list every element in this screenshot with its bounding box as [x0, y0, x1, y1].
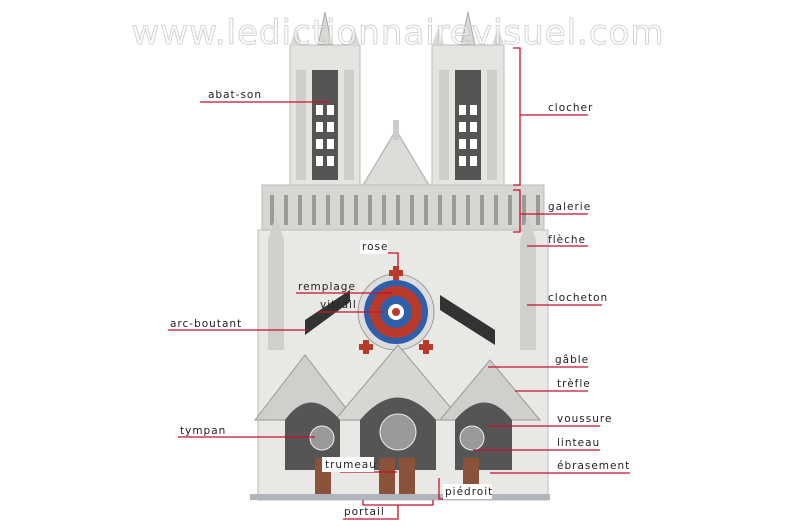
cathedral-illustration: [250, 11, 550, 501]
label-piedroit: piédroit: [445, 486, 493, 498]
label-abat-son: abat-son: [208, 89, 262, 101]
labels: abat-son clocher galerie flèche rose rem…: [170, 89, 630, 518]
label-arc-boutant: arc-boutant: [170, 318, 242, 330]
label-trumeau: trumeau: [325, 459, 377, 471]
label-piedroit-box: [443, 484, 492, 499]
label-voussure: voussure: [557, 413, 612, 425]
label-tympan: tympan: [180, 425, 226, 437]
label-galerie: galerie: [548, 201, 591, 213]
label-trefle: trèfle: [557, 378, 591, 390]
label-fleche: flèche: [548, 234, 586, 246]
steps: [250, 494, 550, 500]
label-ebrasement: ébrasement: [557, 460, 630, 472]
watermark: www.ledictionnairevisuel.com: [132, 13, 665, 53]
label-trumeau-box: [322, 457, 374, 472]
label-rose: rose: [362, 241, 388, 253]
label-rose-box: [360, 240, 388, 254]
label-vitrail: vitrail: [320, 299, 357, 311]
label-clocher: clocher: [548, 102, 593, 114]
gallery: [261, 184, 545, 231]
label-remplage: remplage: [298, 281, 356, 293]
label-linteau: linteau: [557, 437, 600, 449]
leader-lines: [168, 47, 630, 520]
label-gable: gâble: [555, 354, 589, 366]
left-tower: [289, 11, 361, 196]
label-portail: portail: [344, 506, 385, 518]
portal-gables: [253, 344, 542, 470]
right-tower: [431, 11, 505, 196]
label-clocheton: clocheton: [548, 292, 608, 304]
